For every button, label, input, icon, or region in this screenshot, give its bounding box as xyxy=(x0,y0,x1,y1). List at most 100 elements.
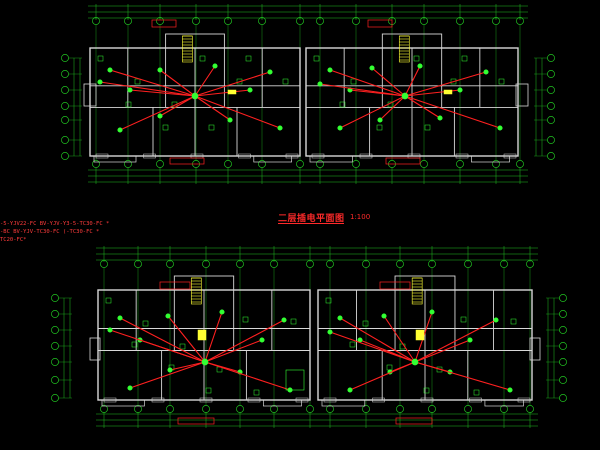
wiring-run xyxy=(194,65,216,97)
outlet-symbol xyxy=(457,87,463,93)
outlet-symbol xyxy=(127,385,133,391)
grid-axis-bubble xyxy=(258,160,266,168)
outlet-symbol xyxy=(437,115,443,121)
wiring-run xyxy=(204,311,223,363)
outlet-symbol xyxy=(157,67,163,73)
fixture-box xyxy=(339,101,346,108)
wiring-run xyxy=(204,339,263,363)
fixture-box xyxy=(199,55,206,62)
grid-axis-bubble xyxy=(547,70,555,78)
balcony xyxy=(321,399,366,407)
fixture-box xyxy=(349,341,356,348)
grid-axis-bubble xyxy=(51,394,59,402)
fixture-box xyxy=(325,297,332,304)
wiring-note-2: -BC BV-YJV-TC30-FC (-TC30-FC * xyxy=(0,229,100,235)
grid-axis-bubble xyxy=(156,160,164,168)
grid-axis-bubble xyxy=(202,405,210,413)
wiring-run xyxy=(371,67,406,97)
grid-axis-bubble xyxy=(124,160,132,168)
window xyxy=(372,397,385,403)
window xyxy=(247,397,261,403)
grid-axis-bubble xyxy=(51,376,59,384)
wiring-run xyxy=(329,331,416,363)
outlet-symbol xyxy=(107,67,113,73)
wiring-run xyxy=(129,361,206,389)
balcony xyxy=(253,155,292,163)
circuit-tag xyxy=(159,281,191,290)
outlet-symbol xyxy=(337,315,343,321)
window xyxy=(238,153,251,159)
grid-axis-bubble xyxy=(61,152,69,160)
circuit-tag xyxy=(151,19,177,28)
fixture-box xyxy=(350,78,357,85)
outlet-symbol xyxy=(277,125,283,131)
side-bay xyxy=(529,337,541,361)
wiring-note-1: -5-YJV22-FC BV-YJV-Y3-5-TC30-FC * xyxy=(0,221,110,227)
fixture-box xyxy=(450,78,457,85)
wiring-run xyxy=(119,317,206,363)
grid-axis-bubble xyxy=(51,310,59,318)
wiring-run xyxy=(204,361,291,391)
outlet-symbol xyxy=(337,125,343,131)
fixture-box xyxy=(460,316,467,323)
wiring-run xyxy=(159,69,196,97)
circuit-tag xyxy=(395,417,433,425)
grid-axis-bubble xyxy=(51,358,59,366)
stair-core xyxy=(394,275,456,291)
grid-axis-bubble xyxy=(224,160,232,168)
grid-axis-bubble xyxy=(352,160,360,168)
drawing-title: 二层插电平面图 xyxy=(278,211,345,224)
grid-axis-bubble xyxy=(362,405,370,413)
wiring-run xyxy=(194,71,271,97)
balcony xyxy=(263,399,302,407)
outlet-symbol xyxy=(417,63,423,69)
balcony xyxy=(93,155,137,163)
wiring-run xyxy=(194,95,281,129)
wiring-run xyxy=(319,83,406,97)
wiring-run xyxy=(169,361,206,371)
stair-core xyxy=(165,33,225,49)
wiring-run xyxy=(99,81,196,97)
fixture-box xyxy=(125,101,132,108)
wiring-run xyxy=(404,71,487,97)
fixture-box xyxy=(498,78,505,85)
outlet-symbol xyxy=(227,117,233,123)
grid-axis-bubble xyxy=(559,358,567,366)
wiring-note-3: TC20-FC* xyxy=(0,237,27,243)
fixture-box xyxy=(376,124,383,131)
grid-axis-bubble xyxy=(526,405,534,413)
fixture-box xyxy=(510,318,517,325)
fixture-box xyxy=(208,124,215,131)
fixture-box xyxy=(134,78,141,85)
outlet-symbol xyxy=(117,315,123,321)
window xyxy=(469,397,482,403)
outlet-symbol xyxy=(219,309,225,315)
circuit-tag xyxy=(177,417,215,425)
outlet-symbol xyxy=(117,127,123,133)
grid-axis-bubble xyxy=(100,405,108,413)
grid-axis-bubble xyxy=(559,294,567,302)
side-bay xyxy=(89,337,101,361)
outlet-symbol xyxy=(281,317,287,323)
wiring-run xyxy=(404,95,441,119)
panel-marker xyxy=(227,89,237,95)
wiring-run xyxy=(194,95,231,121)
wiring-run xyxy=(119,95,196,131)
grid-axis-bubble xyxy=(547,86,555,94)
grid-axis-bubble xyxy=(559,310,567,318)
window xyxy=(151,397,165,403)
window xyxy=(420,397,434,403)
wiring-run xyxy=(109,329,206,363)
wiring-run xyxy=(404,95,501,129)
balcony xyxy=(309,155,353,163)
fixture-box xyxy=(242,316,249,323)
outlet-symbol xyxy=(467,337,473,343)
outlet-symbol xyxy=(497,125,503,131)
grid-axis-bubble xyxy=(61,54,69,62)
grid-axis-bubble xyxy=(547,152,555,160)
stairwell xyxy=(182,35,193,63)
wiring-run xyxy=(167,315,206,363)
stair-marker xyxy=(197,329,207,341)
